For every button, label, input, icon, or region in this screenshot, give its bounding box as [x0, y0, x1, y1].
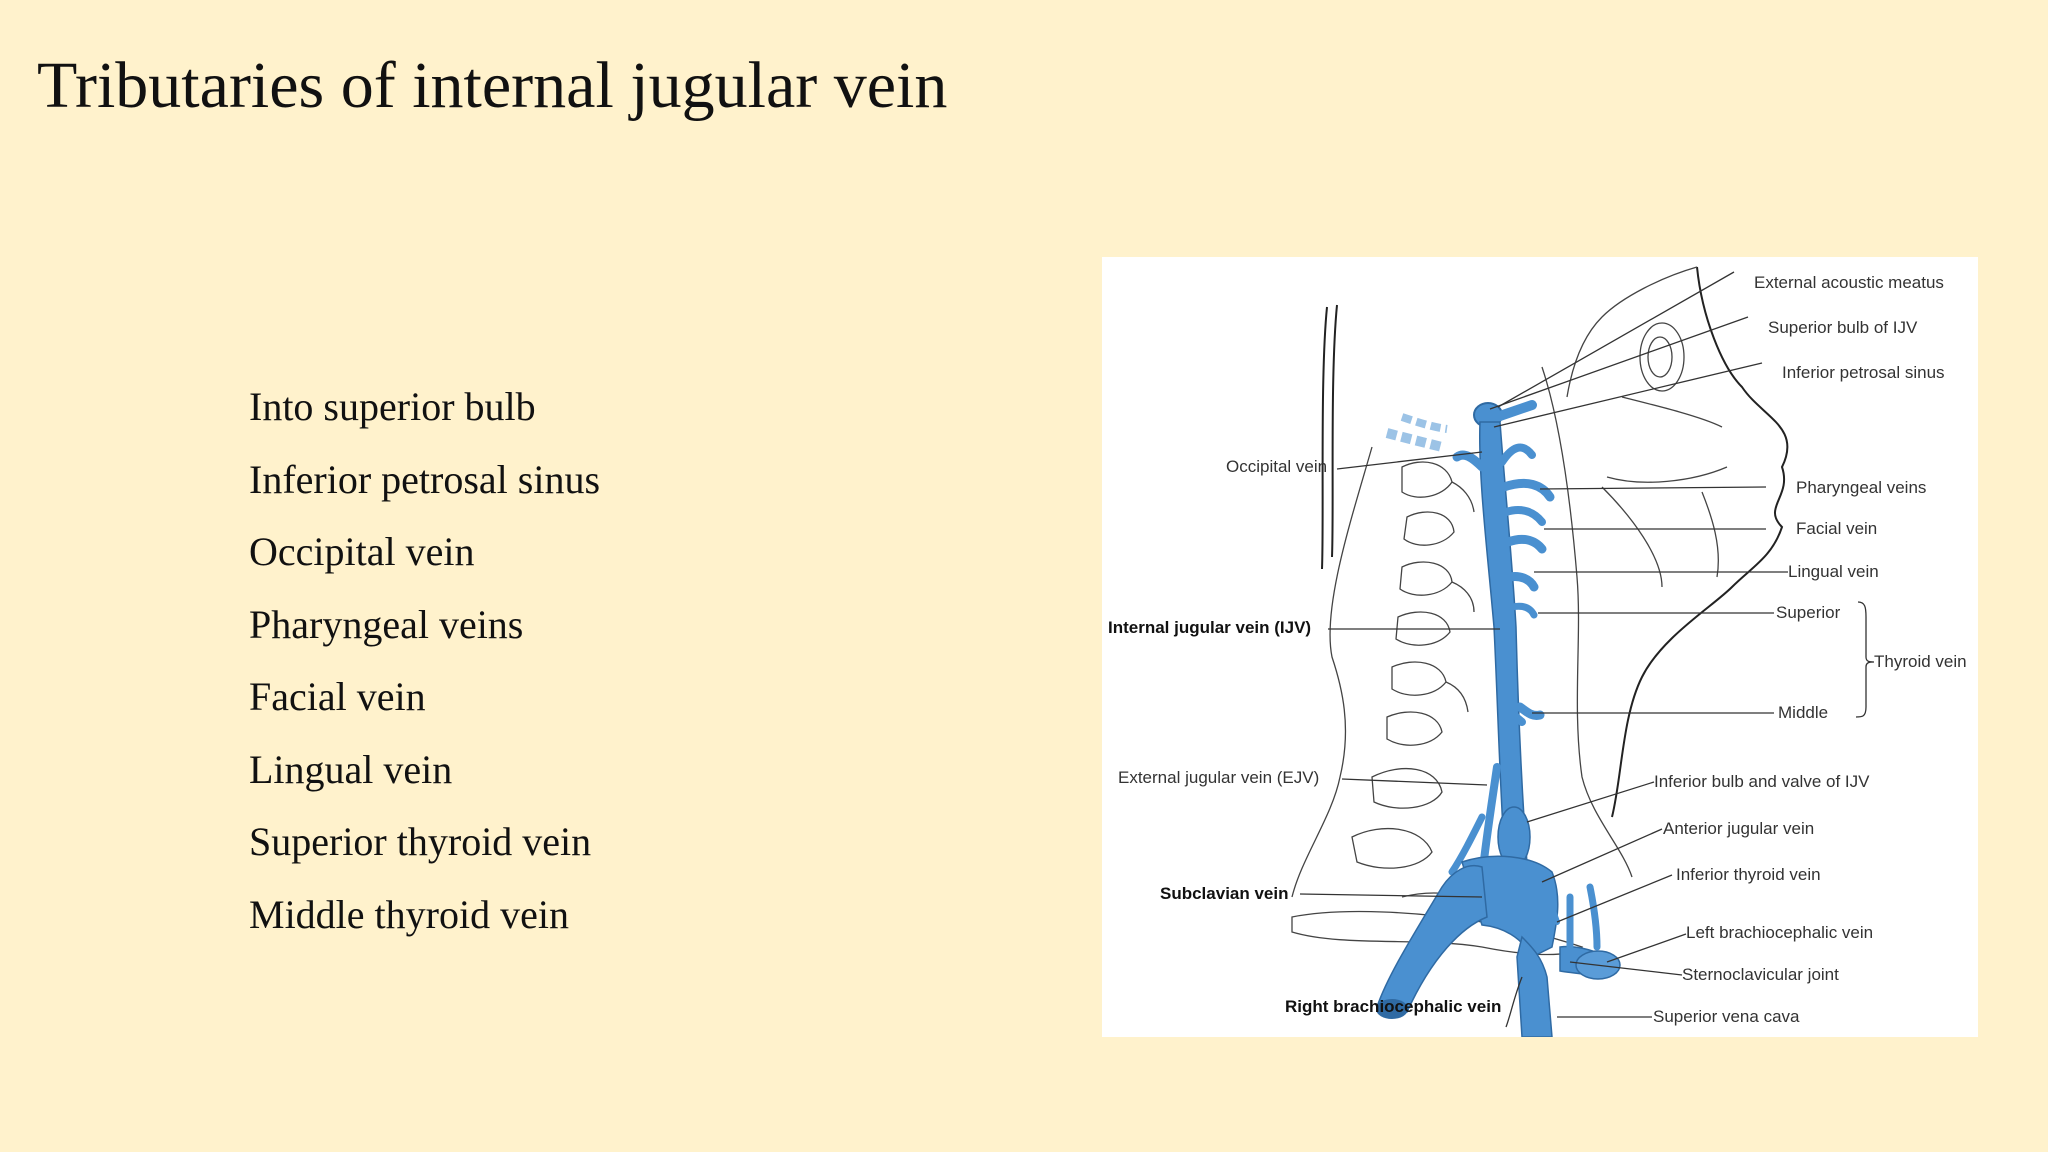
label-superior-bulb: Superior bulb of IJV [1768, 318, 1918, 337]
leader-lines [1299, 271, 1875, 1028]
label-left-brachiocephalic-vein: Left brachiocephalic vein [1686, 923, 1873, 942]
list-item: Superior thyroid vein [249, 819, 592, 864]
label-thyroid-vein: Thyroid vein [1874, 652, 1967, 671]
label-sternoclavicular-joint: Sternoclavicular joint [1682, 965, 1839, 984]
slide-title: Tributaries of internal jugular vein [37, 49, 948, 122]
label-superior-thyroid: Superior [1776, 603, 1841, 622]
label-inferior-thyroid-vein: Inferior thyroid vein [1676, 865, 1821, 884]
clavicle [1291, 910, 1584, 956]
list-item: Lingual vein [249, 746, 453, 792]
label-external-jugular-vein: External jugular vein (EJV) [1118, 768, 1319, 787]
list-item: Occipital vein [249, 529, 475, 574]
label-inferior-petrosal-sinus: Inferior petrosal sinus [1782, 363, 1945, 382]
label-pharyngeal-veins: Pharyngeal veins [1796, 478, 1926, 497]
label-facial-vein: Facial vein [1796, 519, 1877, 538]
label-occipital-vein: Occipital vein [1226, 457, 1327, 476]
label-inferior-bulb: Inferior bulb and valve of IJV [1654, 772, 1870, 791]
list-item: Inferior petrosal sinus [249, 456, 601, 502]
label-lingual-vein: Lingual vein [1788, 562, 1879, 581]
label-subclavian-vein: Subclavian vein [1160, 884, 1289, 903]
cervical-spine [1351, 461, 1475, 869]
label-right-brachiocephalic-vein: Right brachiocephalic vein [1285, 997, 1501, 1016]
list-item: Pharyngeal veins [249, 601, 524, 647]
list-item: Into superior bulb [249, 384, 536, 429]
list-item: Middle thyroid vein [249, 891, 569, 937]
label-anterior-jugular-vein: Anterior jugular vein [1663, 819, 1814, 838]
tributaries-list: Into superior bulb Inferior petrosal sin… [249, 376, 600, 956]
label-internal-jugular-vein: Internal jugular vein (IJV) [1108, 618, 1311, 637]
label-external-acoustic-meatus: External acoustic meatus [1754, 273, 1944, 292]
head-outline [1291, 266, 1789, 898]
neck-veins-figure: External acoustic meatus Superior bulb o… [1102, 257, 1978, 1037]
figure-labels: External acoustic meatus Superior bulb o… [1108, 273, 1967, 1026]
list-item: Facial vein [249, 674, 426, 719]
neck-veins-diagram: External acoustic meatus Superior bulb o… [1108, 266, 1967, 1037]
label-superior-vena-cava: Superior vena cava [1653, 1007, 1800, 1026]
vein-system [1376, 400, 1621, 1037]
label-middle-thyroid: Middle [1778, 703, 1828, 722]
